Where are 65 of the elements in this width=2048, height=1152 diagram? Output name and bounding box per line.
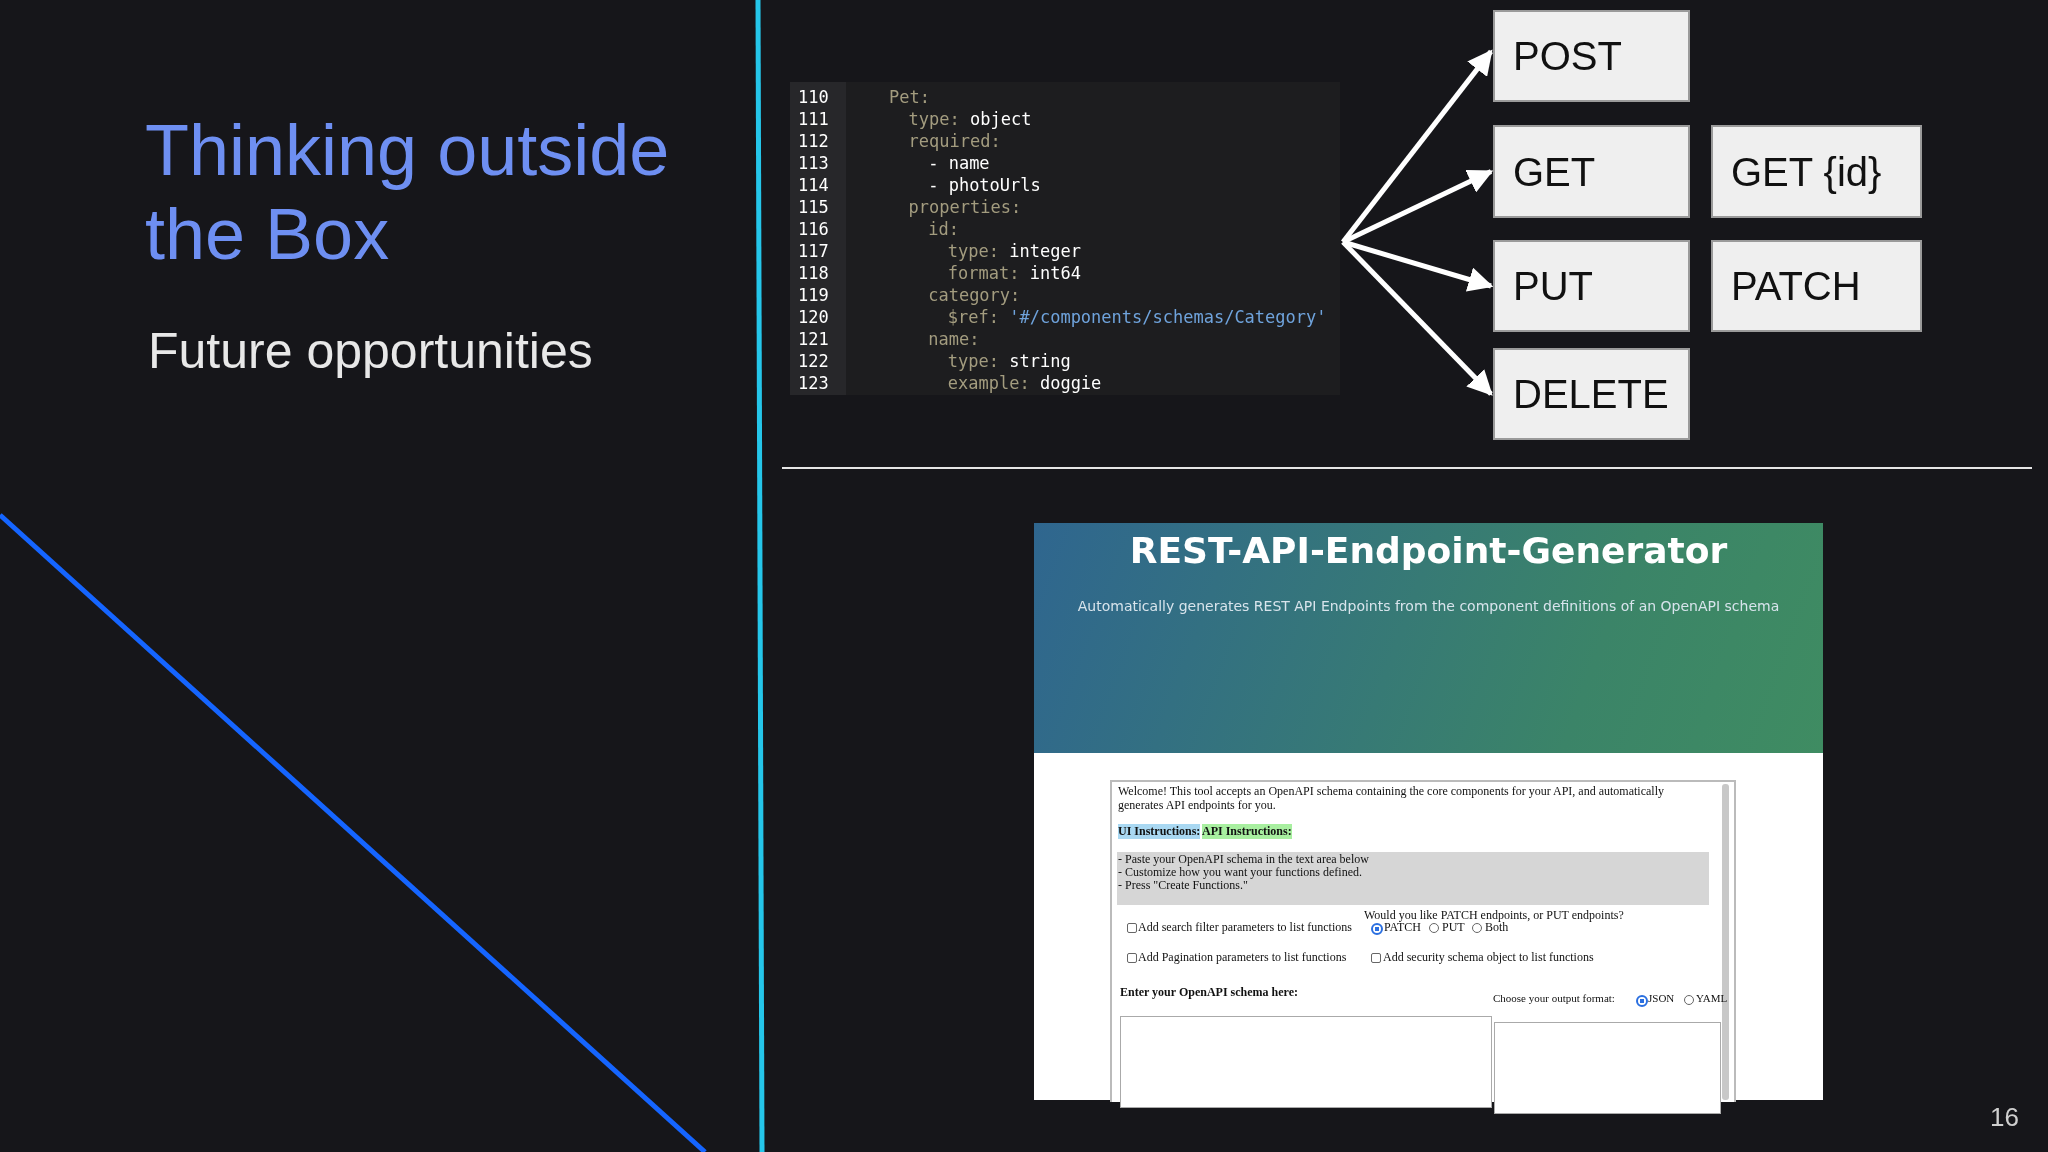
http-method-box — [1711, 240, 1922, 332]
arrow — [1342, 239, 1494, 292]
line-number: 121 — [798, 329, 829, 349]
code-line: properties: — [908, 197, 1022, 217]
arrow — [1341, 240, 1493, 396]
code-line: format: int64 — [947, 263, 1081, 283]
http-method-box — [1493, 125, 1690, 218]
field-heading: Choose your output format: — [1493, 992, 1615, 1004]
line-number: 122 — [798, 351, 829, 371]
code-line: id: — [928, 219, 959, 239]
field-heading: Enter your OpenAPI schema here: — [1120, 985, 1298, 1000]
http-method-box — [1493, 348, 1690, 440]
line-number: 123 — [798, 373, 829, 393]
method-label: GET — [1513, 149, 1596, 194]
code-line: $ref: '#/components/schemas/Category' — [947, 307, 1327, 327]
arrow — [1341, 49, 1493, 244]
radio-label: JSON — [1648, 992, 1675, 1004]
page-number: 16 — [1990, 1102, 2019, 1133]
method-label: POST — [1513, 33, 1622, 79]
method-label: DELETE — [1513, 371, 1669, 417]
checkbox-label: Add security schema object to list functions — [1383, 950, 1594, 965]
code-line: required: — [908, 131, 1001, 151]
line-number: 111 — [798, 109, 829, 129]
line-number: 116 — [798, 219, 829, 239]
question-text: Would you like PATCH endpoints, or PUT endpoints? — [1364, 908, 1624, 923]
code-editor-panel — [790, 82, 1340, 395]
line-number: 110 — [798, 87, 829, 107]
checkbox-label: Add search filter parameters to list functions — [1138, 920, 1352, 935]
line-number: 118 — [798, 263, 829, 283]
http-method-box — [1711, 125, 1922, 218]
method-label: PATCH — [1731, 263, 1861, 309]
page-description: Automatically generates REST API Endpoints from the component definitions of an OpenAPI schema — [1076, 598, 1781, 614]
highlighted-heading: API Instructions: — [1202, 824, 1292, 839]
slide-title: Thinking outside the Box — [145, 109, 671, 276]
method-label: GET {id} — [1731, 149, 1882, 194]
code-line: type: string — [947, 351, 1071, 371]
instruction-text: - Paste your OpenAPI schema in the text area below — [1118, 852, 1369, 867]
line-number: 112 — [798, 131, 829, 151]
line-number: 120 — [798, 307, 829, 327]
code-line: name: — [928, 329, 980, 349]
method-label: PUT — [1513, 263, 1593, 309]
code-line: example: doggie — [947, 373, 1102, 393]
http-method-box — [1493, 240, 1690, 332]
radio-label: PUT — [1442, 920, 1465, 935]
checkbox-label: Add Pagination parameters to list functions — [1138, 950, 1347, 965]
http-method-box — [1493, 10, 1690, 102]
radio-label: YAML — [1696, 992, 1728, 1004]
instruction-text: - Press "Create Functions." — [1118, 878, 1248, 893]
line-number: 117 — [798, 241, 829, 261]
code-line: - photoUrls — [928, 175, 1041, 195]
code-line: category: — [928, 285, 1021, 305]
slide-subtitle: Future opportunities — [148, 322, 593, 380]
code-line: type: integer — [947, 241, 1081, 261]
code-line: - name — [928, 153, 990, 173]
page-heading: REST-API-Endpoint-Generator — [1128, 530, 1729, 571]
intro-text: Welcome! This tool accepts an OpenAPI schema containing the core components for your API, and automatically generates API endpoints for you. — [1118, 784, 1665, 812]
radio-label: Both — [1485, 920, 1509, 935]
code-line: Pet: — [889, 87, 930, 107]
line-number: 113 — [798, 153, 829, 173]
line-number: 114 — [798, 175, 829, 195]
line-number: 115 — [798, 197, 829, 217]
instruction-text: - Customize how you want your functions defined. — [1118, 865, 1362, 880]
highlighted-heading: UI Instructions: — [1118, 824, 1201, 839]
line-number: 119 — [798, 285, 829, 305]
code-line: type: object — [908, 109, 1032, 129]
